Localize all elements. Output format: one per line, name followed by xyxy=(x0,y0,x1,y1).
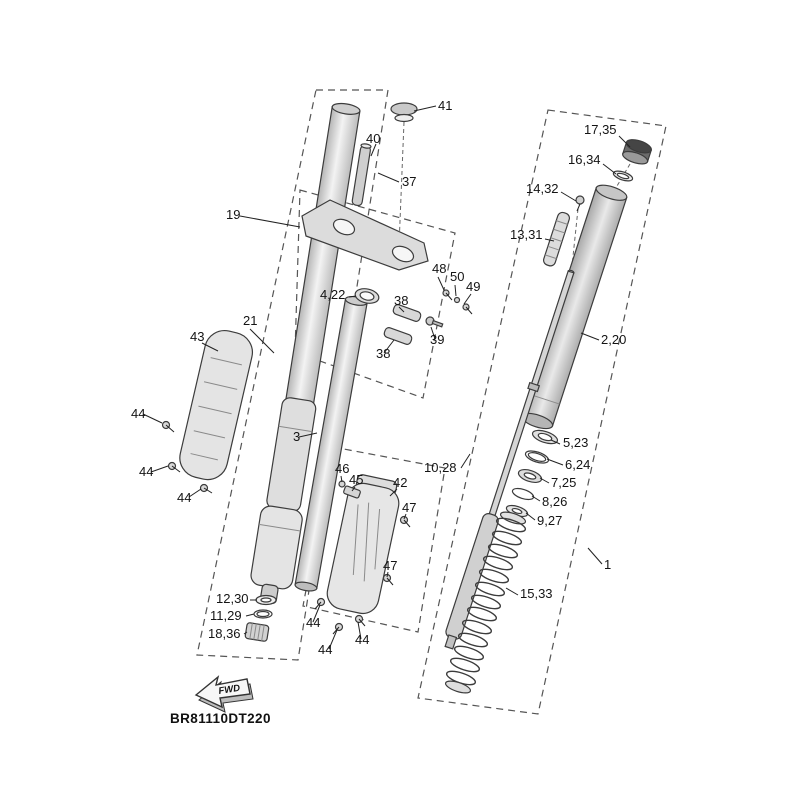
axle-nut xyxy=(244,622,270,642)
callout-11-29: 11,29 xyxy=(210,608,242,623)
callout-37: 37 xyxy=(402,174,416,189)
callout-12-30: 12,30 xyxy=(216,591,249,606)
damper-group-boundary xyxy=(417,109,667,715)
fork-leg-assembly xyxy=(161,102,429,642)
valve-piece xyxy=(575,195,585,212)
callout-44-bottom-1: 44 xyxy=(306,615,320,630)
callout-47-a: 47 xyxy=(402,500,416,515)
callout-39: 39 xyxy=(430,332,444,347)
callout-3: 3 xyxy=(293,429,300,444)
callout-19: 19 xyxy=(226,207,240,222)
guard-screws-bottom xyxy=(314,597,366,635)
guard-bracket-screws xyxy=(338,480,411,586)
callout-44-left-3: 44 xyxy=(177,490,191,505)
screw-44 xyxy=(161,420,175,433)
rebound-spring xyxy=(542,211,571,267)
lower-guard xyxy=(326,474,400,615)
small-screws-48-50-49 xyxy=(442,289,473,315)
callout-44-bottom-3: 44 xyxy=(355,632,369,647)
snap-ring xyxy=(524,450,550,464)
callout-42: 42 xyxy=(393,475,407,490)
callout-46: 46 xyxy=(335,461,349,476)
callout-18-36: 18,36 xyxy=(208,626,241,641)
callout-14-32: 14,32 xyxy=(526,181,559,196)
inner-tube-assembly xyxy=(294,288,473,635)
callout-15-33: 15,33 xyxy=(520,586,553,601)
left-fork-group-boundary xyxy=(196,89,389,661)
under-bracket xyxy=(301,199,429,271)
fork-protector xyxy=(179,329,253,481)
callout-labels: 41 40 37 19 17,35 16,34 14,32 13,31 48 5… xyxy=(131,98,626,657)
callout-48: 48 xyxy=(432,261,446,276)
fwd-arrow-label: FWD xyxy=(218,683,241,697)
callout-50: 50 xyxy=(450,269,464,284)
callout-45: 45 xyxy=(349,472,363,487)
fwd-arrow: FWD xyxy=(194,675,254,713)
callout-16-34: 16,34 xyxy=(568,152,601,167)
group-boundaries xyxy=(196,89,667,715)
callout-10-28: 10,28 xyxy=(424,460,457,475)
screw-44 xyxy=(199,483,213,494)
callout-leader-lines xyxy=(142,105,631,650)
damper-cap xyxy=(622,139,652,165)
main-spring xyxy=(444,511,527,694)
callout-1: 1 xyxy=(604,557,611,572)
callout-43: 43 xyxy=(190,329,204,344)
damper-assembly xyxy=(444,139,652,694)
slide-metal-bushing xyxy=(354,288,380,304)
callout-5-23: 5,23 xyxy=(563,435,588,450)
screw-44 xyxy=(167,461,181,473)
guard-group-boundary xyxy=(302,446,446,633)
callout-44-bottom-2: 44 xyxy=(318,642,332,657)
callout-17-35: 17,35 xyxy=(584,122,617,137)
callout-9-27: 9,27 xyxy=(537,513,562,528)
clamp-parts-group-boundary xyxy=(294,189,456,399)
callout-7-25: 7,25 xyxy=(551,475,576,490)
callout-49: 49 xyxy=(466,279,480,294)
callout-13-31: 13,31 xyxy=(510,227,543,242)
callout-44-left-2: 44 xyxy=(139,464,153,479)
clamp-bolt xyxy=(425,316,444,328)
callout-44-left-1: 44 xyxy=(131,406,145,421)
spring-seat xyxy=(531,429,559,445)
fork-cap-bolt xyxy=(390,102,418,123)
callout-4-22: 4,22 xyxy=(320,287,345,302)
callout-2-20: 2,20 xyxy=(601,332,626,347)
damper-tube xyxy=(521,184,628,430)
inner-fork-tube xyxy=(294,295,368,592)
drawing-code: BR81110DT220 xyxy=(170,711,271,726)
outer-fork-tube xyxy=(250,102,361,605)
callout-47-b: 47 xyxy=(383,558,397,573)
callout-41: 41 xyxy=(438,98,452,113)
seal-ring xyxy=(511,487,535,501)
cap-washer xyxy=(612,170,634,182)
callout-8-26: 8,26 xyxy=(542,494,567,509)
callout-38-b: 38 xyxy=(376,346,390,361)
protector-screws-left xyxy=(161,420,213,494)
callout-40: 40 xyxy=(366,131,380,146)
callout-21: 21 xyxy=(243,313,257,328)
axle-parts xyxy=(244,594,277,642)
damper-rod xyxy=(444,269,575,650)
callout-6-24: 6,24 xyxy=(565,457,590,472)
oil-seal xyxy=(517,468,543,484)
damper-adjuster-rod xyxy=(351,143,372,207)
assembly-links xyxy=(398,121,631,267)
callout-38-a: 38 xyxy=(394,293,408,308)
